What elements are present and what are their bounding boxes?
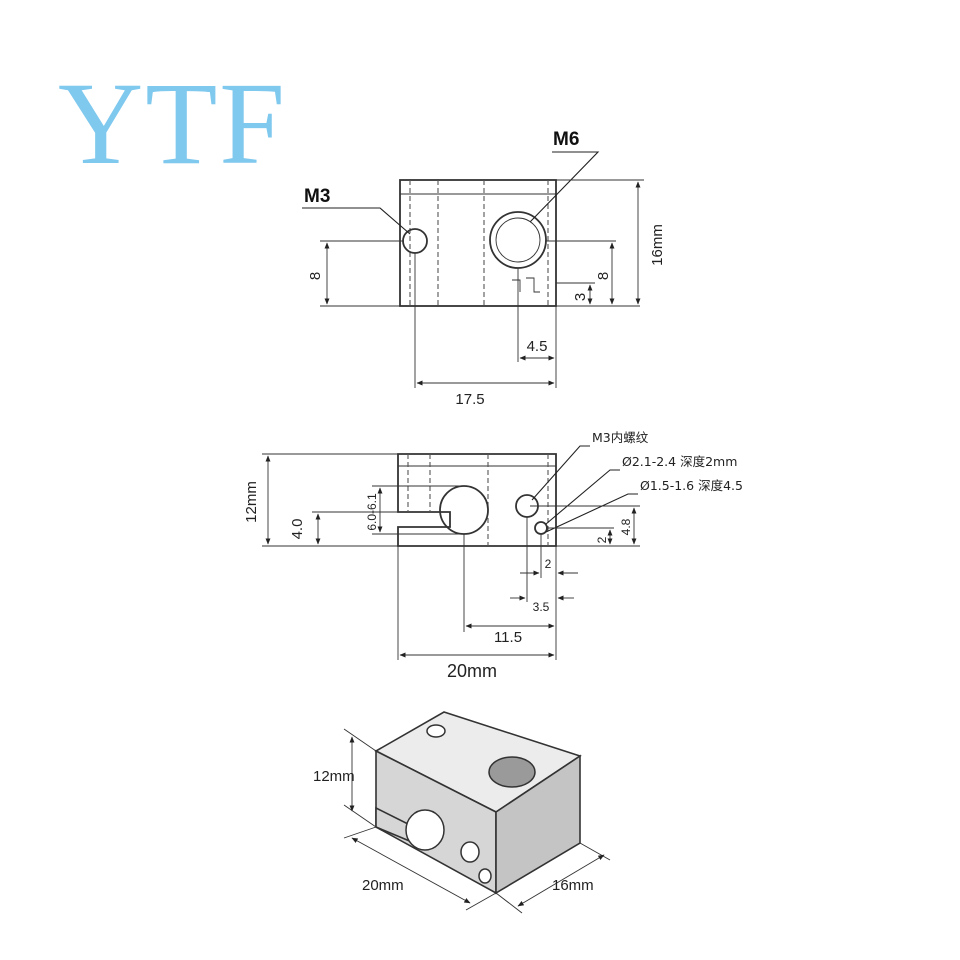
dim-front-4-8: 4.8 [619,518,633,535]
dim-iso-12mm: 12mm [313,768,355,785]
iso-bore [405,809,445,851]
m3-label: M3 [304,186,330,207]
dim-top-left-8: 8 [307,272,324,280]
dim-top-3: 3 [572,293,589,301]
dim-front-4-0: 4.0 [289,519,306,540]
top-view: M3 M6 8 8 3 16mm 4.5 17.5 [302,129,666,408]
top-view-outline [399,179,557,307]
iso-m3-hole [426,724,446,738]
front-view-outline [397,453,557,547]
dim-front-2-v: 2 [595,536,609,543]
iso-hole-1-5mm [478,868,492,884]
m6-hole [489,211,547,269]
callout-hole-1-5mm: Ø1.5-1.6 深度4.5 [640,478,743,493]
dim-top-right-8: 8 [595,272,612,280]
iso-hole-2mm [460,841,480,863]
dim-front-11-5: 11.5 [494,629,522,646]
dim-front-3-5: 3.5 [533,600,550,614]
dim-front-12mm: 12mm [243,481,260,523]
dim-top-17-5: 17.5 [455,391,484,408]
dim-front-bore: 6.0-6.1 [365,493,379,531]
dim-front-2-h: 2 [545,557,552,571]
callout-m3-thread: M3内螺纹 [592,430,649,445]
front-hole-1-5mm [534,521,548,535]
callout-hole-2mm: Ø2.1-2.4 深度2mm [622,454,737,469]
m3-hole [402,228,428,254]
dim-iso-16mm: 16mm [552,877,594,894]
m6-label: M6 [553,129,579,150]
front-bore [439,485,489,535]
dim-top-16mm: 16mm [649,224,666,266]
front-view: M3内螺纹 Ø2.1-2.4 深度2mm Ø1.5-1.6 深度4.5 12mm… [243,430,743,681]
brand-logo: YTF [58,58,287,189]
iso-m6-hole [488,756,536,788]
dim-iso-20mm: 20mm [362,877,404,894]
iso-view: 12mm 20mm 16mm [313,711,611,914]
dim-front-20mm: 20mm [447,661,497,681]
dim-top-4-5: 4.5 [527,338,548,355]
